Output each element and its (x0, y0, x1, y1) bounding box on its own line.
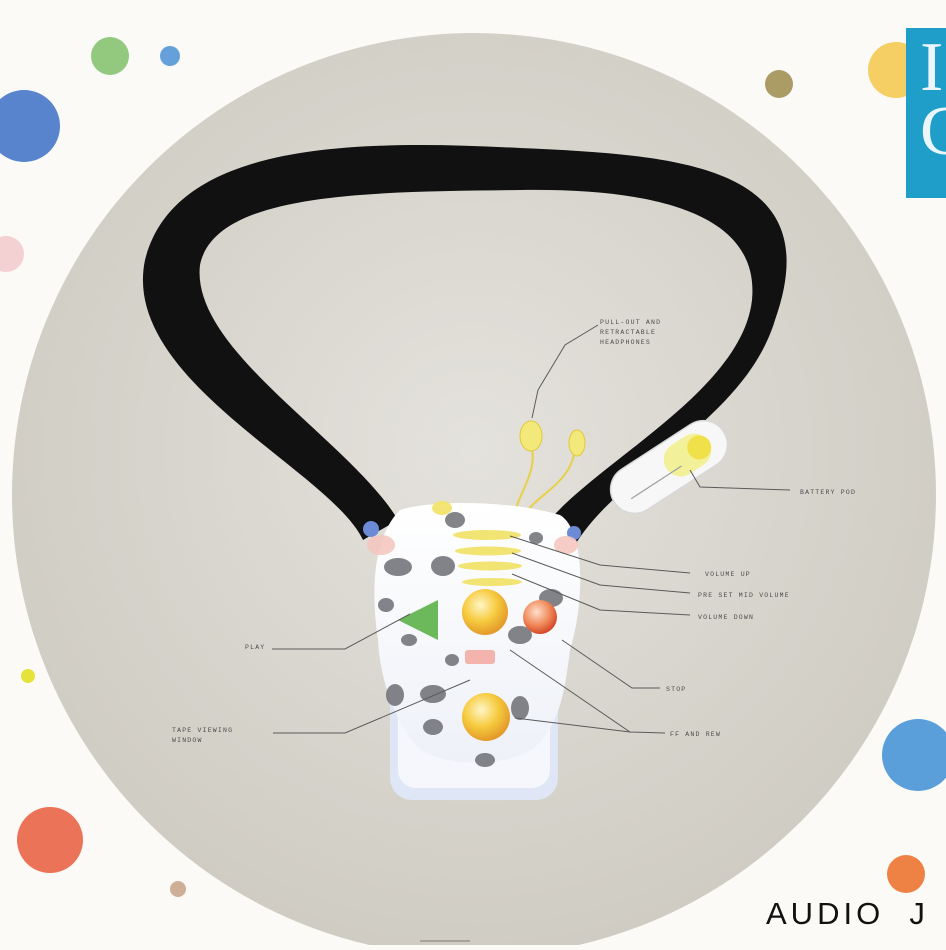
callout-battery: BATTERY POD (800, 489, 856, 496)
dot-green (91, 37, 129, 75)
callout-tape-window-line1: TAPE VIEWING (172, 727, 233, 734)
dot-blue-right (882, 719, 946, 791)
dot-pink (0, 236, 24, 272)
dot-red (17, 807, 83, 873)
callout-volume-up: VOLUME UP (705, 571, 751, 578)
callout-headphones-l2: RETRACTABLE (600, 329, 656, 336)
callout-tape-window-line2: WINDOW (172, 737, 203, 744)
callout-volume-down: VOLUME DOWN (698, 614, 754, 621)
callout-ff-rew: FF AND REW (670, 731, 721, 738)
callout-play: PLAY (245, 644, 265, 651)
left-strap-clip (363, 521, 379, 537)
dot-blue-small (160, 46, 180, 66)
header-partial-letters: I C (920, 36, 946, 164)
left-strap-joint (367, 535, 395, 555)
stop-button[interactable] (523, 600, 557, 634)
footer-caption: AUDIO J (766, 896, 929, 932)
callout-headphones-l1: PULL-OUT AND (600, 319, 661, 326)
dot-blue-large (0, 90, 60, 162)
dot-yellow-small (21, 669, 35, 683)
header-block: I C (906, 28, 946, 198)
callout-stop: STOP (666, 686, 686, 693)
dot-olive (765, 70, 793, 98)
callout-preset-volume: PRE SET MID VOLUME (698, 592, 790, 599)
ff-button[interactable] (462, 589, 508, 635)
callout-headphones-l3: HEADPHONES (600, 339, 651, 346)
rew-button[interactable] (462, 693, 510, 741)
dot-tan (170, 881, 186, 897)
dot-orange-right (887, 855, 925, 893)
